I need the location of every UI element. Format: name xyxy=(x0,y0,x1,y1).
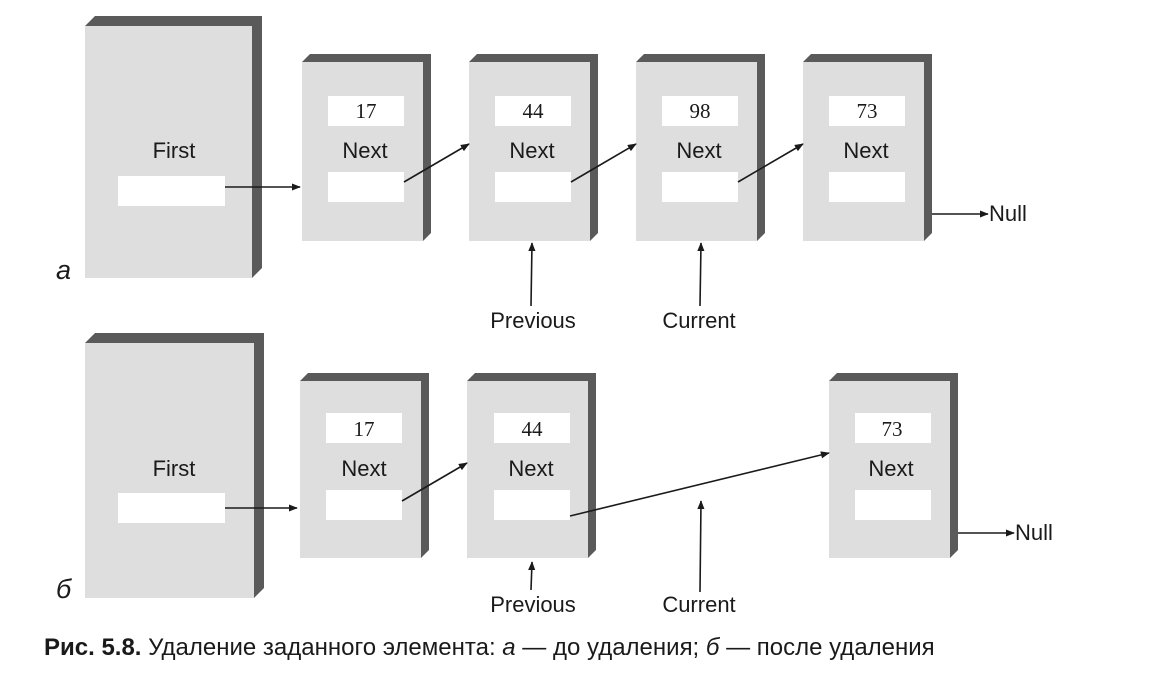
node-next-label: Next xyxy=(509,138,554,163)
node-next-label: Next xyxy=(868,456,913,481)
next-pointer-arrow xyxy=(403,143,470,183)
next-pointer-arrow xyxy=(401,462,468,502)
node-next-label: Next xyxy=(342,138,387,163)
node-value-box xyxy=(326,413,402,443)
node-value-box xyxy=(829,96,905,126)
null-label: Null xyxy=(989,201,1027,226)
node-17: 17 Next xyxy=(300,373,429,558)
panel-label-b: б xyxy=(56,574,72,604)
node-value: 17 xyxy=(354,417,375,441)
caption-label-a: а xyxy=(502,634,516,661)
current-arrow xyxy=(697,500,705,593)
node-next-field xyxy=(326,490,402,520)
node-73: 73 Next xyxy=(803,54,932,241)
first-pointer-field xyxy=(118,493,225,523)
first-label: First xyxy=(153,138,196,163)
current-arrow xyxy=(697,242,705,307)
current-label: Current xyxy=(662,308,735,333)
previous-label: Previous xyxy=(490,308,576,333)
caption-text: Удаление заданного элемента: xyxy=(141,634,503,661)
node-next-field xyxy=(855,490,931,520)
figure-number: Рис. 5.8. xyxy=(44,634,142,661)
previous-arrow xyxy=(528,242,536,307)
previous-arrow xyxy=(528,561,536,591)
node-value-box xyxy=(662,96,738,126)
caption-text: — до удаления; xyxy=(515,634,706,661)
node-next-field xyxy=(662,172,738,202)
node-value-box xyxy=(328,96,404,126)
bypass-pointer-arrow xyxy=(569,451,830,517)
node-value: 44 xyxy=(522,417,544,441)
node-value: 98 xyxy=(690,99,711,123)
node-next-field xyxy=(829,172,905,202)
node-value-box xyxy=(494,413,570,443)
diagram-a: First 17 Next 44 Next 98 Next xyxy=(56,16,1027,333)
node-17: 17 Next xyxy=(302,54,431,241)
node-value: 73 xyxy=(882,417,903,441)
node-73: 73 Next xyxy=(829,373,958,558)
null-label: Null xyxy=(1015,520,1053,545)
next-pointer-arrow xyxy=(570,143,637,183)
first-block: First xyxy=(85,16,262,278)
node-98: 98 Next xyxy=(636,54,765,241)
first-block: First xyxy=(85,333,264,598)
caption-label-b: б xyxy=(705,634,720,661)
node-value-box xyxy=(495,96,571,126)
caption-text: — после удаления xyxy=(719,634,935,661)
node-next-label: Next xyxy=(508,456,553,481)
diagram-b: First 17 Next 44 Next 73 Next xyxy=(56,333,1053,617)
node-next-field xyxy=(328,172,404,202)
node-value-box xyxy=(855,413,931,443)
node-next-label: Next xyxy=(843,138,888,163)
node-value: 73 xyxy=(857,99,878,123)
node-next-field xyxy=(495,172,571,202)
linked-list-diagram: First 17 Next 44 Next 98 Next xyxy=(56,16,1053,617)
panel-label-a: а xyxy=(56,255,71,285)
current-label: Current xyxy=(662,592,735,617)
figure-caption: Рис. 5.8. Удаление заданного элемента: а… xyxy=(44,634,935,662)
previous-label: Previous xyxy=(490,592,576,617)
node-next-label: Next xyxy=(676,138,721,163)
next-pointer-arrow xyxy=(737,143,804,183)
first-pointer-field xyxy=(118,176,225,206)
node-44: 44 Next xyxy=(467,373,596,558)
node-next-field xyxy=(494,490,570,520)
node-44: 44 Next xyxy=(469,54,598,241)
node-value: 44 xyxy=(523,99,545,123)
first-label: First xyxy=(153,456,196,481)
node-next-label: Next xyxy=(341,456,386,481)
node-value: 17 xyxy=(356,99,377,123)
